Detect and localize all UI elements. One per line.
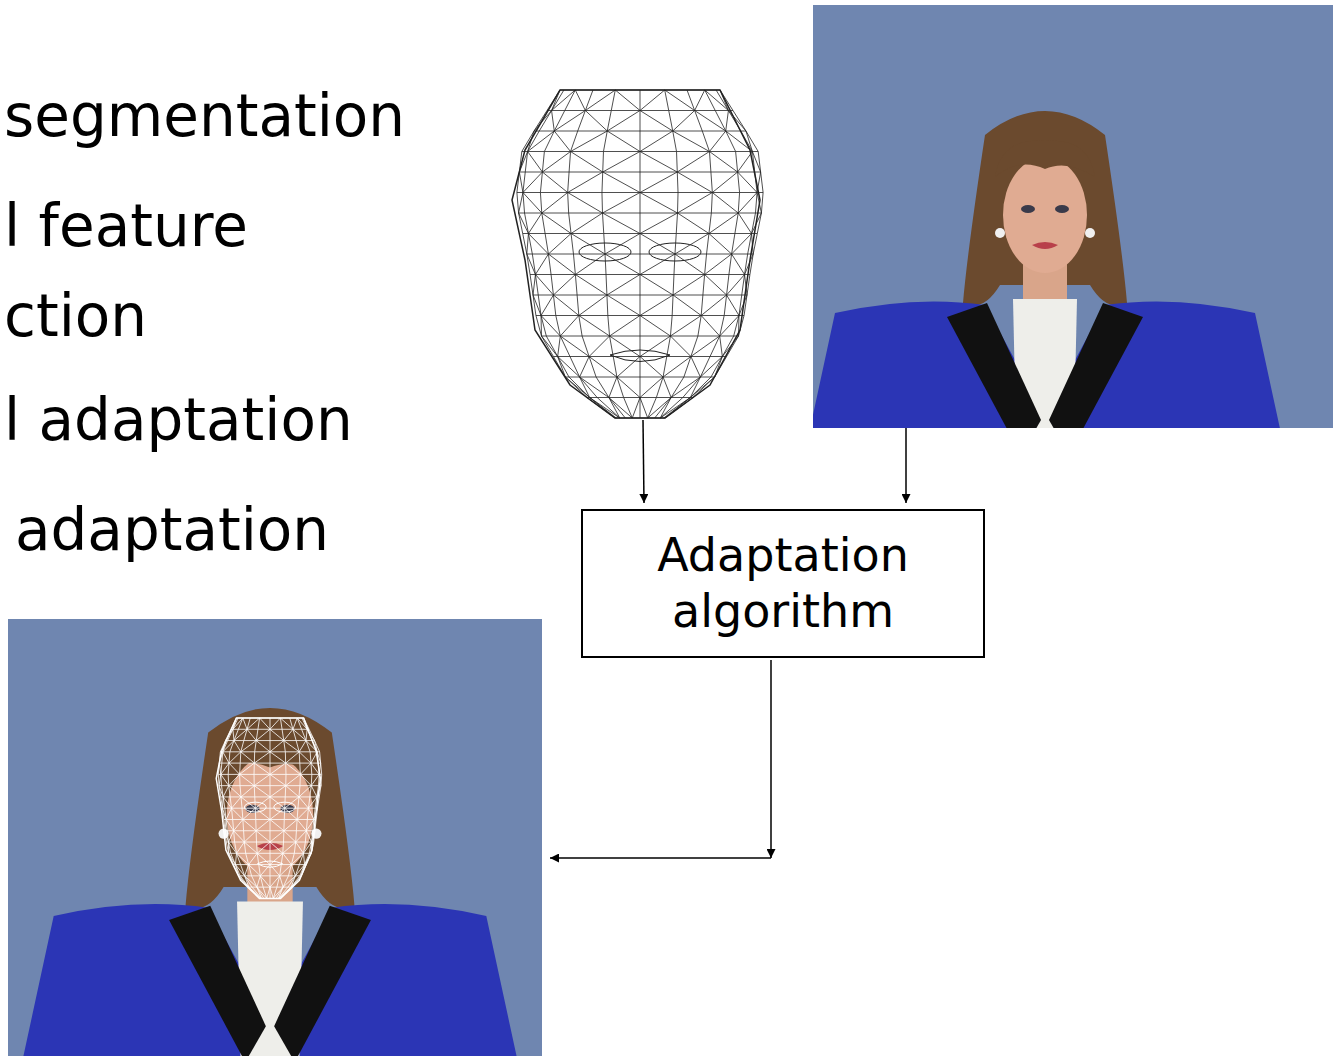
wireframe-model	[512, 90, 763, 418]
bullet-text: segmentation	[4, 82, 405, 152]
wireframe-overlay	[216, 718, 321, 898]
bullet-text: l adaptation	[4, 386, 353, 456]
photo	[800, 5, 1333, 475]
result-photo	[8, 619, 542, 1056]
box-label: Adaptation algorithm	[583, 528, 983, 638]
bullet-text: ction	[4, 282, 147, 352]
bullet-text: l feature	[4, 192, 248, 262]
process-box: Adaptation algorithm	[581, 509, 985, 658]
bullet-text: adaptation	[15, 496, 329, 566]
